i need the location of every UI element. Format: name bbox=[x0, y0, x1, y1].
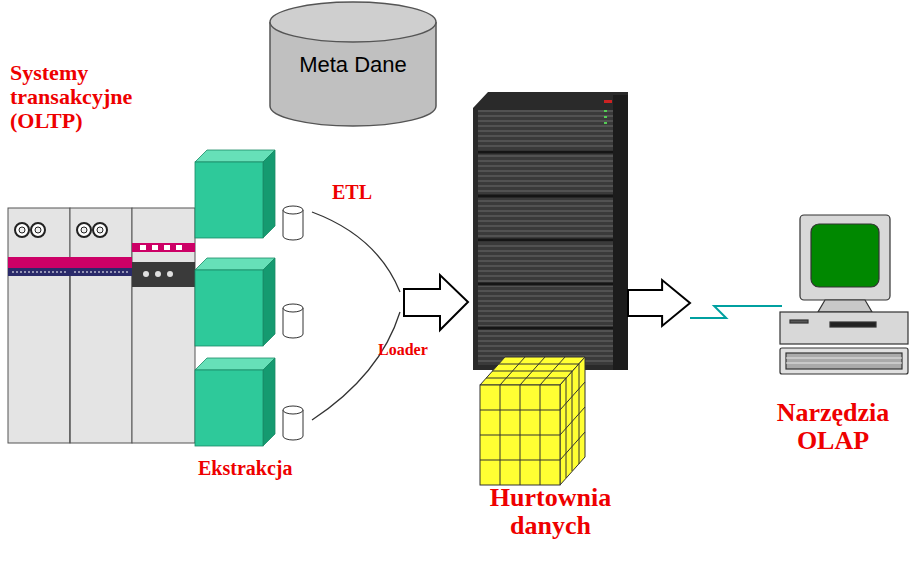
component-title: Hurtownia danych bbox=[473, 484, 628, 540]
mainframe bbox=[8, 208, 195, 443]
flow-connector bbox=[628, 280, 782, 326]
extraction-units bbox=[195, 150, 303, 446]
component-title: Systemy transakcyjne (OLTP) bbox=[10, 61, 170, 132]
node-label: Meta Dane bbox=[268, 52, 438, 77]
server-tower bbox=[473, 92, 628, 370]
data-warehouse: Hurtownia danych bbox=[473, 92, 628, 562]
etl-label: ETL bbox=[332, 182, 372, 204]
component-title: Narzędzia OLAP bbox=[757, 399, 909, 455]
loader-label: Loader bbox=[378, 341, 428, 358]
extraction-label: Ekstrakcja bbox=[198, 458, 292, 480]
data-cube bbox=[480, 357, 585, 485]
metadata-cylinder: Meta Dane bbox=[268, 0, 438, 128]
loader-arrow bbox=[404, 275, 468, 330]
pc-workstation bbox=[780, 215, 908, 374]
etl-flow bbox=[312, 212, 400, 420]
oltp-system: Systemy transakcyjne (OLTP) bbox=[8, 55, 198, 445]
olap-tools: Narzędzia OLAP bbox=[757, 205, 909, 475]
